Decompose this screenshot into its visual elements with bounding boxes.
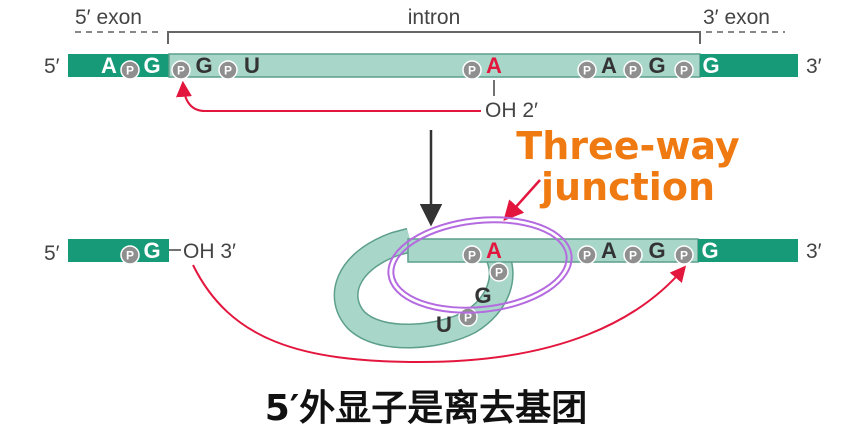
- phosphate-icon: P: [674, 60, 694, 80]
- three-prime-bottom-label: 3′: [806, 240, 822, 263]
- caption: 5′外显子是离去基团: [265, 388, 588, 429]
- phosphate-icon: P: [171, 60, 191, 80]
- exon5-segment-top: [68, 54, 169, 77]
- exon3-segment-top: [700, 54, 798, 77]
- five-prime-top-label: 5′: [44, 55, 60, 78]
- phosphate-icon: P: [674, 245, 694, 265]
- nt-intron-u: U: [244, 53, 260, 78]
- attack-arrow-top: [175, 80, 481, 112]
- phosphate-icon: P: [462, 60, 482, 80]
- nt-exon5-a: A: [101, 53, 117, 78]
- nt-3ss-g-bottom: G: [648, 238, 665, 263]
- cleaved-exon5: 5′ P G OH 3′: [44, 238, 236, 265]
- svg-text:P: P: [177, 64, 185, 78]
- svg-text:P: P: [629, 64, 637, 78]
- three-way-junction-annotation: Three-way junction: [503, 124, 740, 221]
- svg-text:P: P: [468, 249, 476, 263]
- svg-text:P: P: [583, 249, 591, 263]
- phosphate-icon: P: [623, 245, 643, 265]
- nt-exon5-g: G: [143, 53, 160, 78]
- svg-text:P: P: [464, 311, 472, 325]
- phosphate-icon: P: [462, 245, 482, 265]
- svg-text:P: P: [680, 249, 688, 263]
- phosphate-icon: P: [577, 245, 597, 265]
- phosphate-icon: P: [623, 60, 643, 80]
- nt-intron-g: G: [195, 53, 212, 78]
- exon5-segment-bottom: [68, 239, 169, 262]
- phosphate-icon: P: [120, 245, 140, 265]
- intron-exon3-bottom: 3′ P A P A P G P G: [407, 238, 822, 265]
- annotation-line1: Three-way: [516, 124, 740, 168]
- pre-mrna-strand: 5′ 3′ A P G P G P U P A P A P G P G: [44, 53, 822, 80]
- phosphate-icon: P: [218, 60, 238, 80]
- nt-exon3-g-top: G: [702, 53, 719, 78]
- region-headers: 5′ exon intron 3′ exon: [75, 6, 785, 44]
- lariat-loop-fill: [335, 229, 513, 347]
- nt-branch-a-top: A: [486, 53, 502, 78]
- exon5-header: 5′ exon: [75, 6, 142, 29]
- junction-ring-inner: [392, 221, 568, 309]
- nt-3ss-g-top: G: [648, 53, 665, 78]
- intron-bracket: [167, 31, 701, 44]
- nt-lariat-g: G: [474, 283, 491, 308]
- svg-text:P: P: [583, 64, 591, 78]
- junction-ring: [387, 216, 573, 314]
- svg-text:P: P: [126, 64, 134, 78]
- oh3-label: OH 3′: [183, 240, 236, 263]
- five-prime-bottom-label: 5′: [44, 242, 60, 265]
- intron-header: intron: [408, 6, 461, 29]
- annotation-line2: junction: [539, 165, 715, 209]
- svg-text:P: P: [126, 249, 134, 263]
- junction-ring-outer: [387, 216, 573, 314]
- attack-arrow-bottom: [192, 264, 687, 364]
- nt-3ss-a-top: A: [601, 53, 617, 78]
- exon3-segment-bottom: [698, 239, 798, 262]
- nt-exon5-g-bottom: G: [143, 238, 160, 263]
- annotation-arrow: [503, 179, 541, 221]
- svg-text:P: P: [680, 64, 688, 78]
- lariat: [333, 227, 514, 349]
- nt-exon3-g-bottom: G: [701, 238, 718, 263]
- branch-attack: OH 2′: [175, 80, 538, 122]
- phosphate-icon: P: [489, 262, 509, 282]
- nt-3ss-a-bottom: A: [601, 238, 617, 263]
- svg-text:P: P: [629, 249, 637, 263]
- svg-text:P: P: [495, 266, 503, 280]
- svg-text:P: P: [468, 64, 476, 78]
- svg-text:P: P: [224, 64, 232, 78]
- oh2-label: OH 2′: [485, 99, 538, 122]
- phosphate-icon: P: [458, 307, 478, 327]
- nt-lariat-u: U: [436, 312, 452, 337]
- phosphate-icon: P: [577, 60, 597, 80]
- nt-branch-a-bottom: A: [486, 238, 502, 263]
- exon3-header: 3′ exon: [703, 6, 770, 29]
- three-prime-top-label: 3′: [806, 55, 822, 78]
- phosphate-icon: P: [120, 60, 140, 80]
